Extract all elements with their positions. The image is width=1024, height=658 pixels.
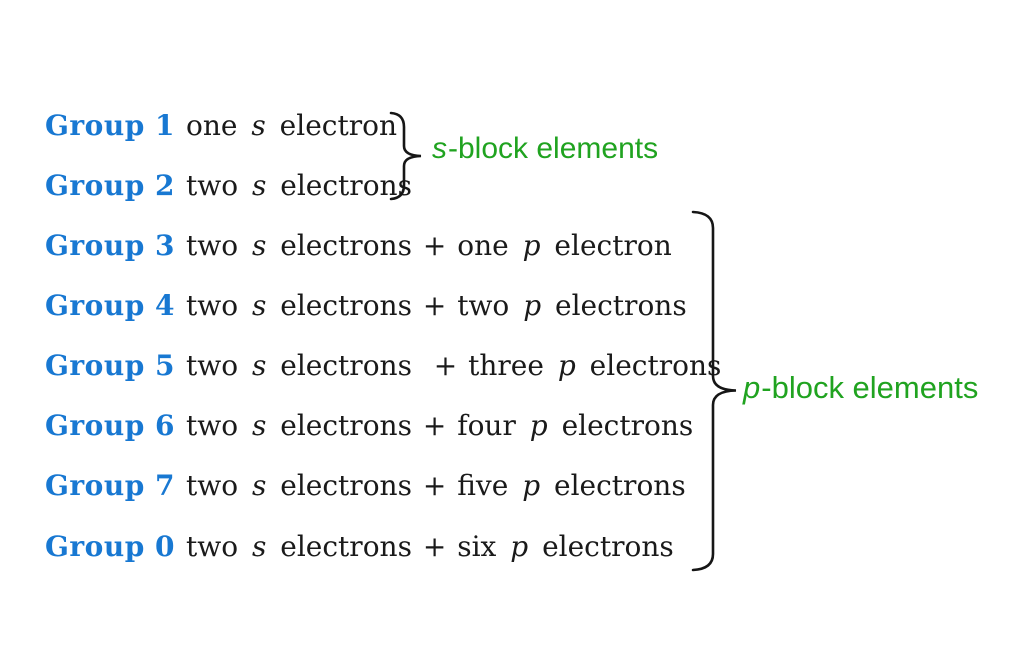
group-desc: two s electrons [186,168,412,202]
group-row: Group 2 two s electrons [45,155,721,215]
group-desc: one s electron [186,108,397,142]
group-label: Group 6 [45,409,176,443]
group-row: Group 4 two s electrons + two p electron… [45,275,721,335]
group-desc: two s electrons + three p electrons [186,349,722,383]
group-row: Group 3 two s electrons + one p electron [45,215,721,275]
s-block-brace [389,111,422,201]
group-desc: two s electrons + two p electrons [186,288,687,322]
group-row: Group 1 one s electron [45,95,721,155]
group-label: Group 1 [45,108,176,142]
group-label: Group 3 [45,228,176,262]
p-block-brace [691,210,737,572]
group-desc: two s electrons + one p electron [186,228,672,262]
group-label: Group 7 [45,469,176,503]
group-rows: Group 1 one s electron Group 2 two s ele… [45,95,721,576]
group-row: Group 6 two s electrons + four p electro… [45,396,721,456]
group-label: Group 2 [45,168,176,202]
group-desc: two s electrons + six p electrons [186,529,674,563]
s-block-label: s-block elements [432,132,659,165]
group-label: Group 4 [45,288,176,322]
group-row: Group 7 two s electrons + five p electro… [45,456,721,516]
group-label: Group 5 [45,349,176,383]
group-desc: two s electrons + five p electrons [186,469,686,503]
group-label: Group 0 [45,529,176,563]
group-row: Group 0 two s electrons + six p electron… [45,516,721,576]
group-row: Group 5 two s electrons + three p electr… [45,336,721,396]
group-desc: two s electrons + four p electrons [186,409,694,443]
p-block-label: p-block elements [743,370,979,405]
